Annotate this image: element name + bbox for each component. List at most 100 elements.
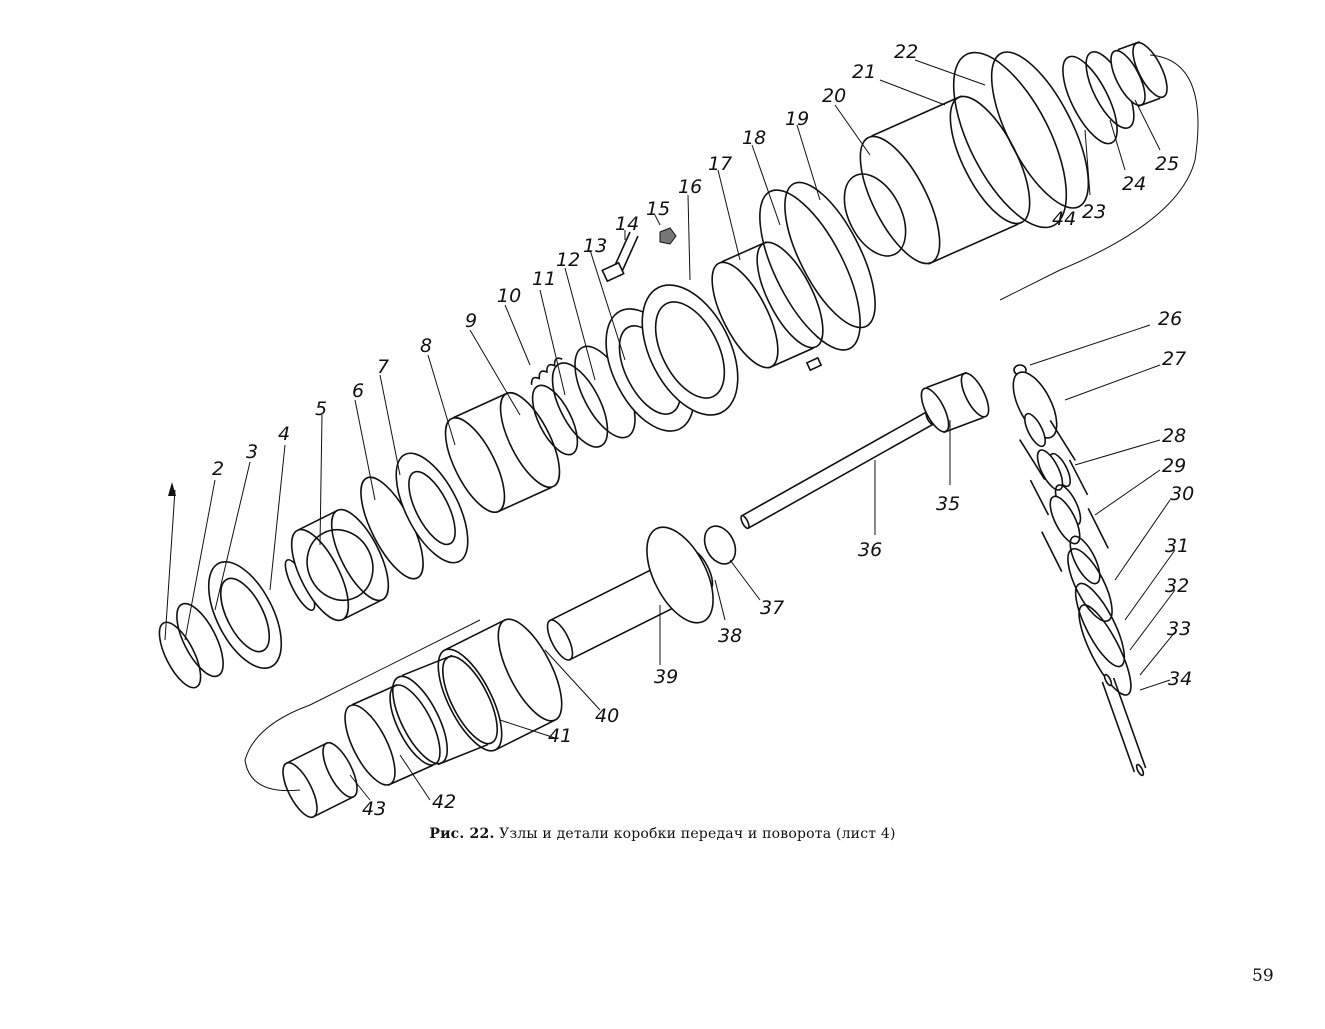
label-24: 24	[1122, 173, 1146, 195]
leader-7	[379, 374, 401, 476]
bearing-28-face	[1036, 449, 1064, 491]
bolt-14-head	[601, 261, 625, 283]
label-27: 27	[1162, 348, 1186, 370]
bearing-5-inner	[306, 528, 374, 602]
bearing-40	[437, 618, 563, 752]
figure-caption-prefix: Рис. 22.	[429, 826, 495, 842]
gasket-21	[952, 51, 1068, 229]
figure-caption-text: Узлы и детали коробки передач и поворота…	[499, 826, 896, 842]
bearing-41-face	[392, 675, 448, 765]
leader-38	[714, 579, 726, 621]
housing-8-edge	[453, 391, 552, 514]
housing-20-face	[859, 135, 941, 265]
hub-16-bore	[654, 301, 726, 399]
cup-25-face	[1110, 49, 1146, 107]
label-22: 22	[894, 41, 918, 63]
label-4: 4	[278, 423, 290, 445]
cover-22	[990, 51, 1090, 209]
flange-7	[395, 452, 469, 564]
flange-43-edge	[286, 742, 354, 818]
leader-27	[1064, 364, 1161, 401]
label-25: 25	[1155, 153, 1179, 175]
label-44: 44	[1052, 208, 1076, 230]
leader-26	[1029, 324, 1151, 366]
flange-7-bore	[408, 470, 456, 546]
label-37: 37	[760, 597, 784, 619]
bearing-5-end	[330, 508, 390, 602]
bolt-small	[805, 356, 823, 372]
nut-3-bore	[219, 577, 271, 653]
shaft-36-face	[740, 514, 750, 530]
leader-3	[214, 461, 251, 611]
label-31: 31	[1165, 535, 1189, 557]
label-26: 26	[1158, 308, 1182, 330]
shaft-36-edge	[741, 411, 934, 529]
bearing-41-edge	[401, 654, 489, 766]
return-curve-right	[1059, 54, 1199, 271]
bearing-41-end	[442, 655, 498, 745]
nut-3	[207, 560, 283, 670]
leader-12	[564, 267, 596, 381]
label-29: 29	[1162, 455, 1186, 477]
bearing-40-edge	[444, 619, 556, 751]
arrow-left-line	[164, 489, 176, 641]
leader-29	[1094, 469, 1161, 516]
housing-20-neck	[843, 173, 907, 257]
bevel-gear-39	[646, 526, 714, 624]
label-41: 41	[548, 725, 572, 747]
gear-35-face	[920, 387, 950, 433]
leader-30	[1114, 499, 1171, 581]
output-shaft-34-face	[1103, 673, 1113, 687]
label-23: 23	[1082, 201, 1106, 223]
leader-23	[1084, 129, 1091, 196]
label-19: 19	[785, 108, 809, 130]
label-7: 7	[377, 356, 389, 378]
leader-18	[751, 144, 781, 226]
leader-17	[717, 169, 741, 261]
leader-20	[834, 104, 871, 156]
figure-caption: Рис. 22. Узлы и детали коробки передач и…	[0, 826, 1325, 842]
label-8: 8	[420, 335, 432, 357]
leader-32	[1129, 589, 1176, 651]
label-34: 34	[1168, 668, 1192, 690]
spring-10	[530, 357, 563, 385]
hub-16	[641, 284, 739, 416]
label-16: 16	[678, 176, 702, 198]
gasket-31	[1074, 582, 1126, 668]
ring-3a	[176, 602, 224, 678]
shaft-27-face	[1024, 412, 1046, 448]
leader-21	[879, 79, 946, 106]
cover-32	[1078, 604, 1132, 696]
bearing-42-face	[344, 704, 396, 786]
label-12: 12	[556, 249, 580, 271]
label-33: 33	[1167, 618, 1191, 640]
label-32: 32	[1165, 575, 1189, 597]
page-number: 59	[1252, 966, 1274, 986]
label-15: 15	[646, 198, 670, 220]
label-14: 14	[615, 213, 639, 235]
label-21: 21	[852, 61, 876, 83]
leader-4	[269, 444, 286, 591]
drum-17-edge	[721, 241, 814, 369]
cup-25	[1110, 41, 1168, 107]
shaft-36	[740, 410, 935, 530]
label-28: 28	[1162, 425, 1186, 447]
label-39: 39	[654, 666, 678, 688]
label-5: 5	[315, 398, 327, 420]
leader-5	[319, 414, 323, 546]
label-6: 6	[352, 380, 364, 402]
housing-8-end	[499, 392, 561, 488]
flange-43	[282, 741, 358, 819]
bearing-28-edge	[1029, 459, 1089, 516]
label-20: 20	[822, 85, 846, 107]
leader-34	[1139, 679, 1171, 691]
leader-10	[504, 304, 531, 366]
ring-11	[551, 362, 609, 448]
leader-42	[399, 754, 431, 801]
label-9: 9	[465, 310, 477, 332]
shaft-39-face	[546, 619, 574, 661]
label-3: 3	[246, 441, 258, 463]
cup-25-end	[1132, 41, 1168, 99]
housing-20	[859, 95, 1031, 265]
shaft-27-edge	[1019, 420, 1076, 480]
